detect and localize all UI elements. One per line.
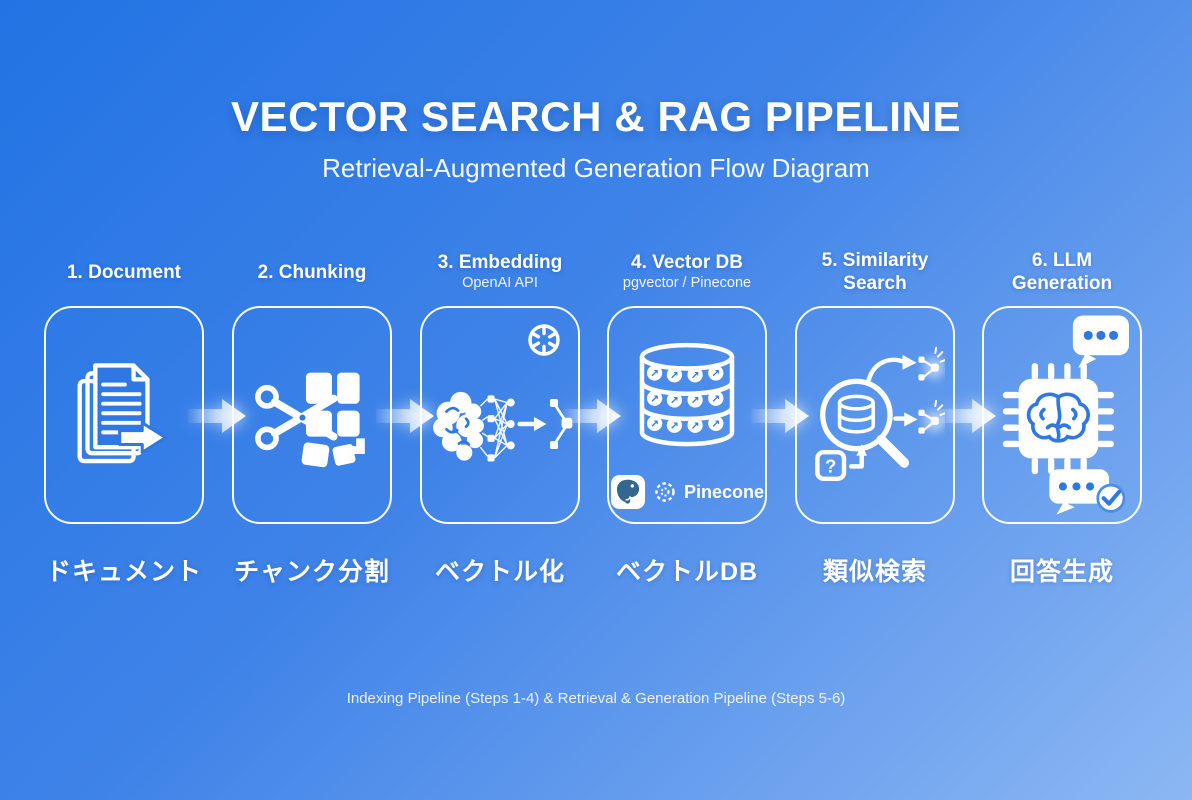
step-header: 3. Embedding OpenAI API [438,244,563,300]
flow-arrow-icon [188,399,246,433]
footer-note: Indexing Pipeline (Steps 1-4) & Retrieva… [346,690,846,707]
step-jp-label: ベクトル化 [434,558,565,586]
document-stack-icon [77,363,168,464]
pinecone-label: Pinecone [683,481,765,502]
step-box-document [44,306,204,524]
step-jp-label: チャンク分割 [234,558,390,586]
svg-text:↗: ↗ [691,370,700,382]
page-title: VECTOR SEARCH & RAG PIPELINE [230,93,962,140]
step-header: 5. Similarity Search [822,244,929,300]
step-jp-label: 回答生成 [1009,558,1114,586]
chip-brain-icon [1002,315,1129,515]
step-title-line2: Generation [1011,273,1113,294]
step-column-llm: 6. LLM Generation [982,244,1142,588]
step-title-line2: Search [843,273,907,294]
scissors-chunks-icon [255,372,365,468]
brain-icon [1026,392,1090,443]
step-jp-label: ベクトルDB [615,558,759,586]
step-box-llm [982,306,1142,524]
page-subtitle: Retrieval-Augmented Generation Flow Diag… [322,153,870,183]
svg-text:↗: ↗ [670,370,679,382]
step-column-vectordb: 4. Vector DB pgvector / Pinecone [607,244,767,588]
step-jp-label: ドキュメント [45,558,202,586]
svg-text:?: ? [825,456,836,477]
step-subtitle: pgvector / Pinecone [622,275,752,291]
step-title: 3. Embedding [437,252,563,273]
similarity-search-icon: ? [815,346,945,482]
chip-pins [1002,362,1115,475]
brain-network-icon [433,391,573,462]
svg-text:↗: ↗ [650,393,659,405]
step-box-embedding [420,306,580,524]
step-box-chunking [232,306,392,524]
flow-arrow-icon [563,399,621,433]
step-header: 4. Vector DB pgvector / Pinecone [623,244,751,300]
pinecone-logo-icon [655,482,675,502]
step-box-similarity: ? [795,306,955,524]
svg-text:↗: ↗ [711,418,720,430]
openai-logo-icon [522,318,566,367]
flow-arrow-icon [376,399,434,433]
step-jp-label: 類似検索 [822,558,927,586]
flow-arrow-icon [751,399,809,433]
svg-text:↗: ↗ [711,368,720,380]
step-title: 4. Vector DB [631,252,743,273]
svg-text:↗: ↗ [650,418,659,430]
question-box-icon: ? [815,450,847,482]
svg-text:↗: ↗ [711,393,720,405]
chat-bubble-check-icon [1049,469,1126,515]
vector-node-icon [918,346,945,381]
chat-bubble-icon [1072,315,1129,368]
flow-arrow-icon [938,399,996,433]
db-logos-row: Pinecone [609,474,765,510]
svg-text:↗: ↗ [650,368,659,380]
step-title: 5. Similarity [821,250,929,271]
vector-database-icon: ↗ ↗ ↗ ↗ ↗ ↗ ↗ ↗ ↗ ↗ ↗ ↗ [639,342,735,447]
step-column-chunking: 2. Chunking [232,244,392,588]
step-column-embedding: 3. Embedding OpenAI API [420,244,580,588]
step-header: 1. Document [67,244,181,300]
svg-text:↗: ↗ [691,420,700,432]
svg-text:↗: ↗ [691,395,700,407]
step-title: 2. Chunking [257,261,367,283]
step-title: 1. Document [66,261,182,283]
step-column-document: 1. Document [44,244,204,588]
svg-text:↗: ↗ [670,395,679,407]
vector-node-icon [918,399,945,434]
step-header: 6. LLM Generation [1012,244,1112,300]
step-box-vectordb: ↗ ↗ ↗ ↗ ↗ ↗ ↗ ↗ ↗ ↗ ↗ ↗ [607,306,767,524]
step-title: 6. LLM [1031,250,1093,271]
postgresql-logo-icon [610,474,646,510]
step-column-similarity: 5. Similarity Search [795,244,955,588]
step-header: 2. Chunking [258,244,367,300]
svg-text:↗: ↗ [670,420,679,432]
step-subtitle: OpenAI API [462,275,538,291]
